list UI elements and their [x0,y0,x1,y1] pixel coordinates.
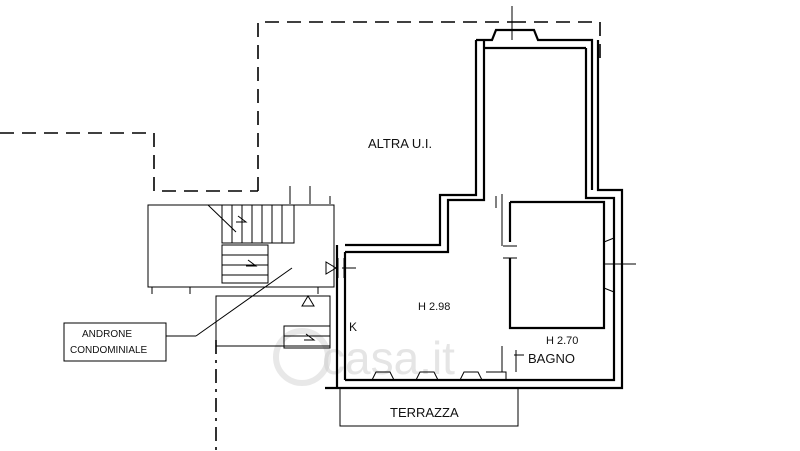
terrace-outline [339,388,519,427]
label-androne-line2: CONDOMINIALE [70,345,148,356]
label-height-main: H 2.98 [418,301,450,313]
watermark-logo-icon [273,328,331,386]
label-terrace: TERRAZZA [390,405,459,420]
watermark-text: casa.it [322,332,455,384]
androne-leader [166,267,293,337]
label-androne-line1: ANDRONE [82,329,132,340]
label-kitchen: K [349,320,357,334]
watermark: casa.it [273,328,455,386]
label-height-bath: H 2.70 [546,335,578,347]
interior-walls [495,194,606,372]
label-bathroom: BAGNO [528,351,575,366]
other-unit-boundary [0,21,601,451]
label-altra-ui: ALTRA U.I. [368,136,432,151]
androne-label-box: ANDRONE CONDOMINIALE [63,322,167,362]
stairwell [147,186,356,349]
apartment-walls [325,6,636,390]
